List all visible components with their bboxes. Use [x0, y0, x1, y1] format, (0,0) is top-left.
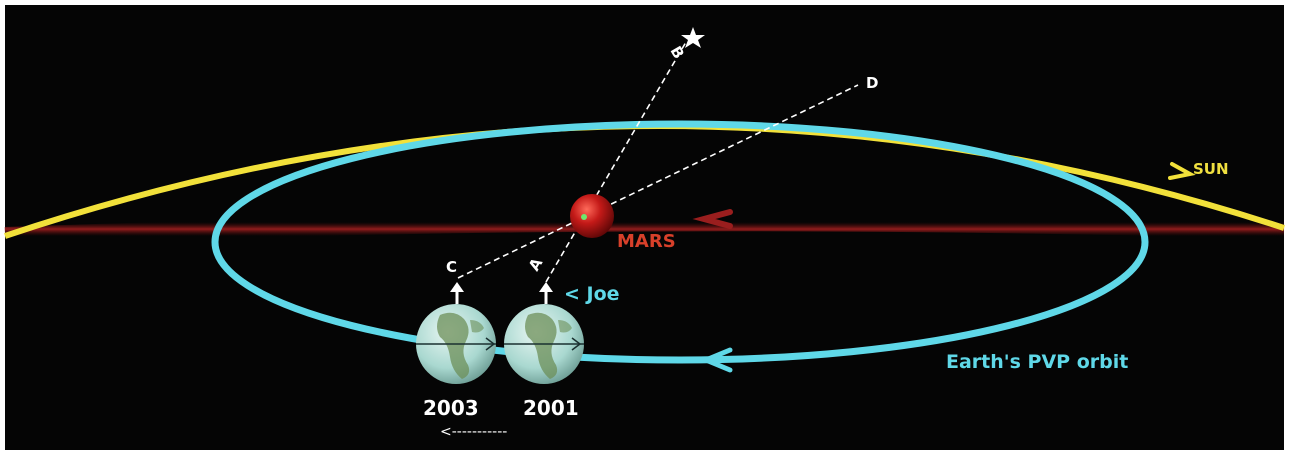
up-arrow-icon — [450, 282, 464, 304]
label-joe: < Joe — [564, 283, 620, 305]
earth-orbit-arrow — [699, 347, 733, 373]
sun-orbit-arrow — [1168, 162, 1196, 180]
sight-line-c-d — [457, 84, 859, 279]
earth-orbit — [211, 120, 1149, 364]
up-arrow-icon — [539, 282, 553, 304]
direction-arrow-label: <----------- — [440, 424, 507, 440]
label-sun: SUN — [1193, 160, 1229, 178]
label-point-c: C — [446, 258, 457, 276]
earth-globe-icon — [416, 304, 496, 384]
star-icon — [681, 27, 705, 48]
label-mars: MARS — [617, 231, 676, 252]
earth-globe-icon — [504, 304, 584, 384]
label-earth-orbit: Earth's PVP orbit — [946, 351, 1128, 373]
mars-planet-icon — [570, 194, 614, 238]
mars-orbit-band — [4, 213, 1285, 245]
label-year-2003: 2003 — [423, 396, 479, 420]
label-year-2001: 2001 — [523, 396, 579, 420]
sight-line-a-b — [545, 41, 687, 283]
label-point-d: D — [866, 74, 878, 92]
mars-orbit-arrow — [692, 209, 733, 229]
